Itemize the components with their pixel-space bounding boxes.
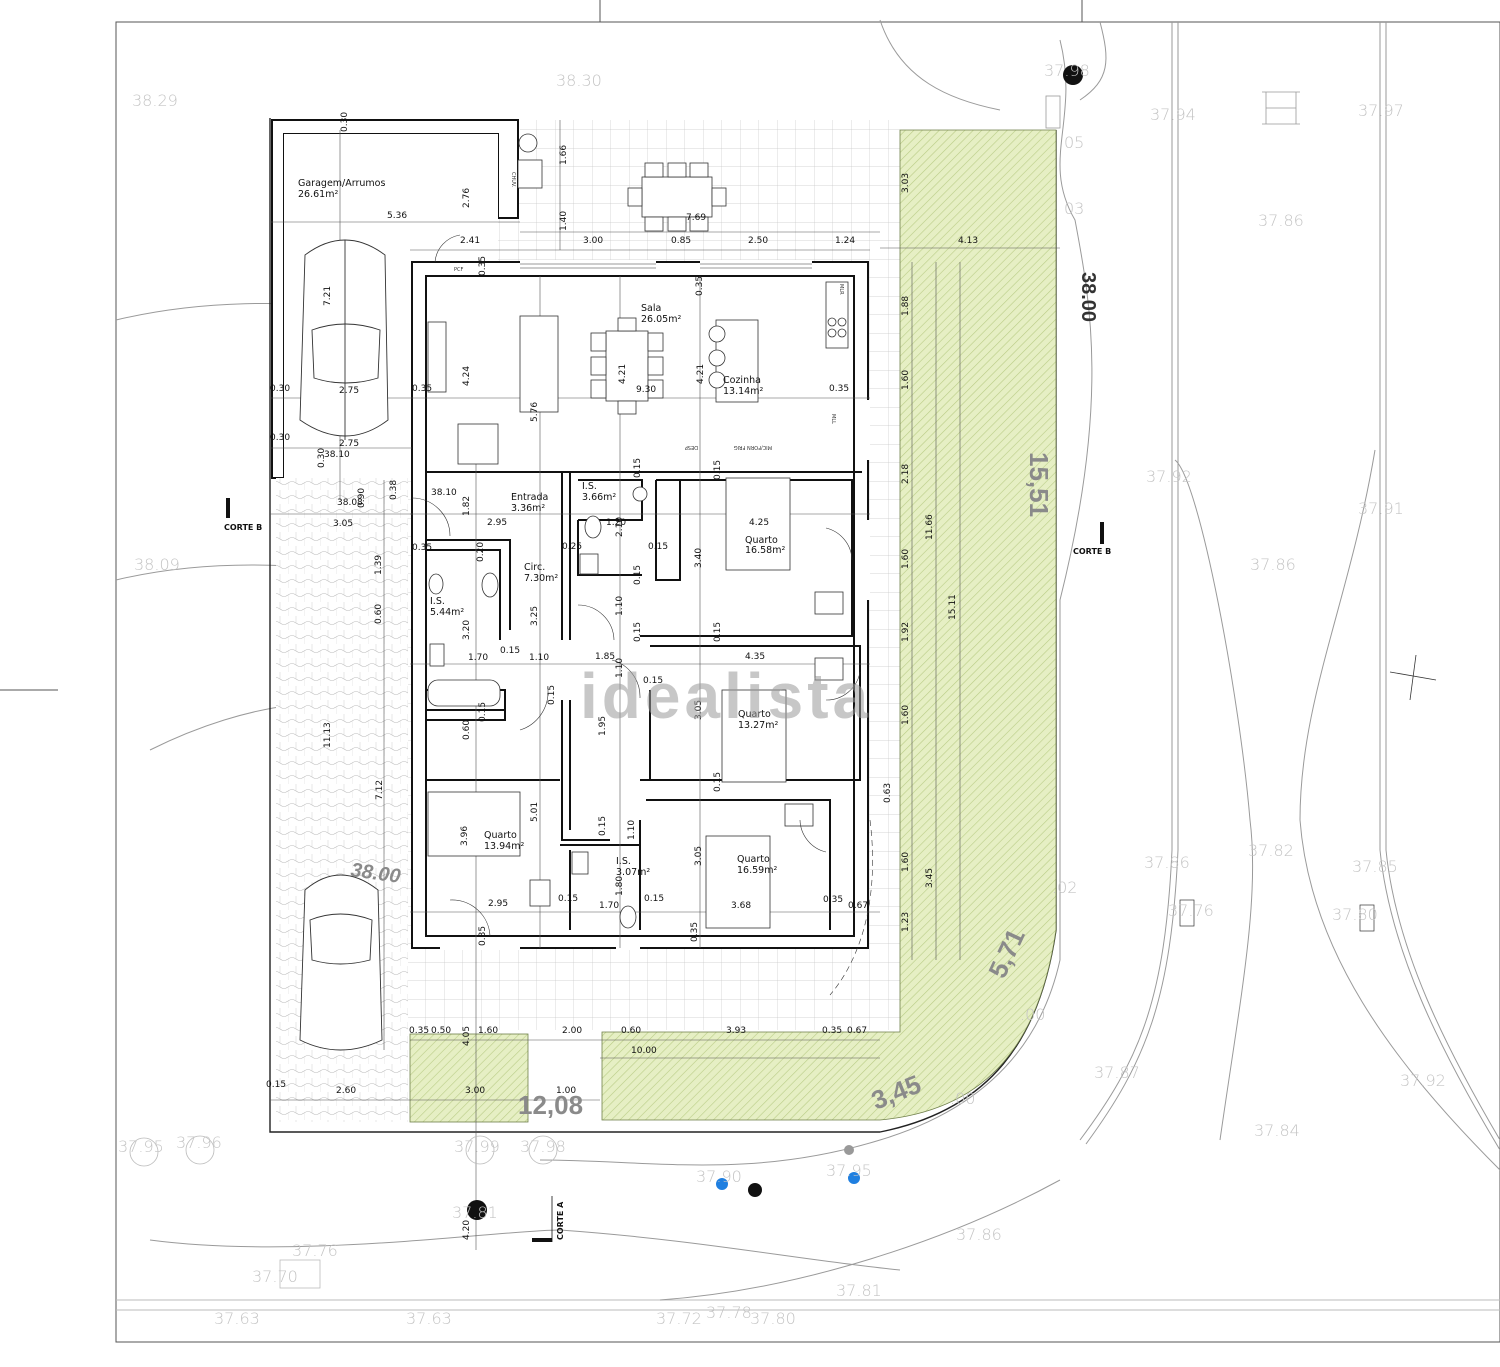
beds: [427, 477, 791, 929]
road-lines: [115, 19, 1500, 1311]
armchair: [457, 423, 499, 465]
survey-points: [467, 65, 1083, 1220]
car-bottom: [299, 874, 383, 1051]
dining-table: [590, 317, 664, 415]
kitchen-island: [708, 281, 849, 403]
garden-area-left: [409, 1033, 529, 1123]
north-cross: [1389, 654, 1437, 701]
section-markers: [226, 498, 1104, 1242]
road-drains: [1179, 899, 1375, 932]
sofa: [519, 315, 559, 413]
door-swings: [411, 234, 873, 996]
car-top: [299, 239, 389, 440]
bathroom-fixtures: [427, 133, 648, 929]
garden-area-right: [601, 129, 1057, 1121]
tv-unit: [427, 321, 447, 393]
outdoor-dining-table: [627, 162, 727, 232]
